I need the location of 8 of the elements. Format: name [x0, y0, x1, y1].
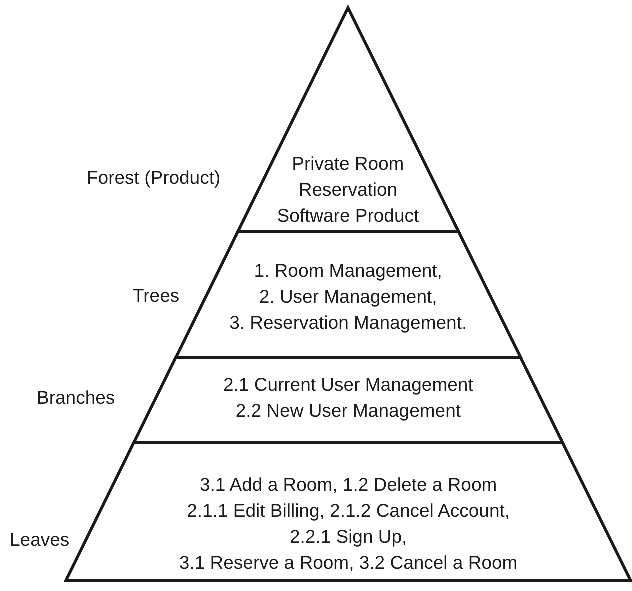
tier-text: 2.1 Current User Management 2.2 New User Management	[223, 373, 474, 423]
tier-label: Forest (Product)	[87, 167, 221, 189]
tier-text: Private Room Reservation Software Product	[277, 152, 420, 228]
tier-label: Branches	[37, 387, 116, 409]
tier-text: 1. Room Management, 2. User Management, 3. Reservation Management.	[230, 259, 468, 335]
tier-label: Trees	[133, 285, 180, 307]
tier-text: 3.1 Add a Room, 1.2 Delete a Room 2.1.1 Edit Billing, 2.1.2 Cancel Account, 2.2.1 Sign Up, 3.1 Reserve a Room, 3.2 Cancel a Room	[179, 473, 518, 575]
tier-label: Leaves	[10, 529, 70, 551]
